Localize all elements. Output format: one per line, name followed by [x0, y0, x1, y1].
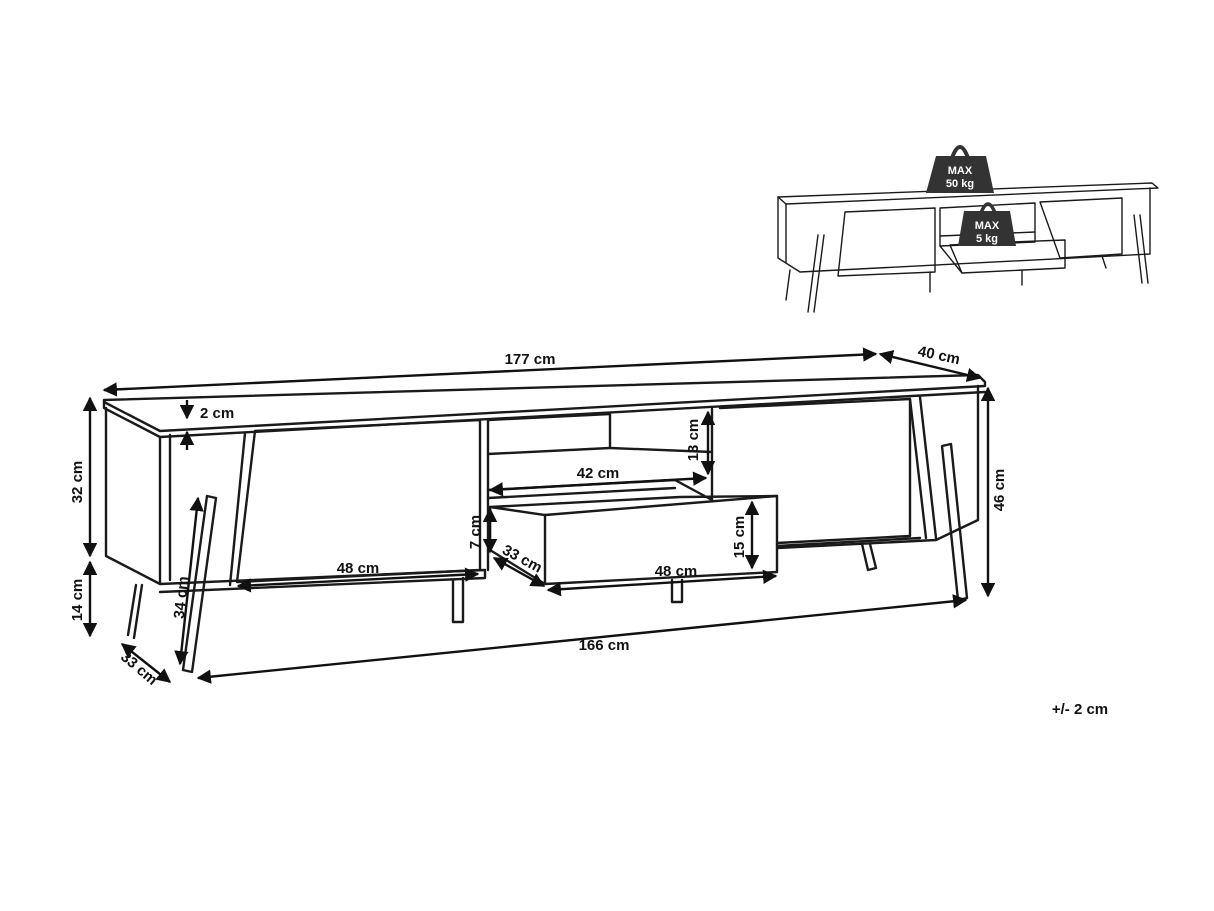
label-leg-height: 14 cm	[69, 579, 86, 622]
label-drawer-height: 7 cm	[467, 515, 484, 549]
label-drawer-front-height: 15 cm	[731, 516, 748, 559]
drawer-load-max-label: MAX	[975, 220, 1000, 232]
dimension-lines	[82, 347, 996, 684]
label-leg-span-width: 166 cm	[579, 637, 630, 654]
main-view	[102, 373, 987, 674]
label-drawer-width: 48 cm	[655, 563, 698, 580]
label-body-height: 32 cm	[69, 461, 86, 504]
label-leg-length: 34 cm	[171, 575, 192, 619]
top-load-max-label: MAX	[948, 165, 973, 177]
label-door-width: 48 cm	[337, 560, 380, 577]
label-top-thickness: 2 cm	[200, 405, 234, 422]
label-shelf-width: 42 cm	[577, 465, 620, 482]
weight-icon-top: MAX 50 kg	[926, 145, 994, 193]
drawer-load-value-label: 5 kg	[976, 233, 998, 245]
label-total-height: 46 cm	[991, 469, 1008, 512]
top-load-value-label: 50 kg	[946, 178, 974, 190]
tolerance-note: +/- 2 cm	[1052, 701, 1108, 718]
reference-view	[777, 182, 1159, 313]
label-shelf-height: 13 cm	[685, 419, 702, 462]
dimension-labels: 177 cm 40 cm 2 cm 32 cm 14 cm 46 cm 13 c…	[69, 343, 1108, 718]
label-width: 177 cm	[505, 351, 556, 368]
label-drawer-depth: 33 cm	[499, 542, 545, 577]
weight-icon-drawer: MAX 5 kg	[958, 202, 1016, 246]
